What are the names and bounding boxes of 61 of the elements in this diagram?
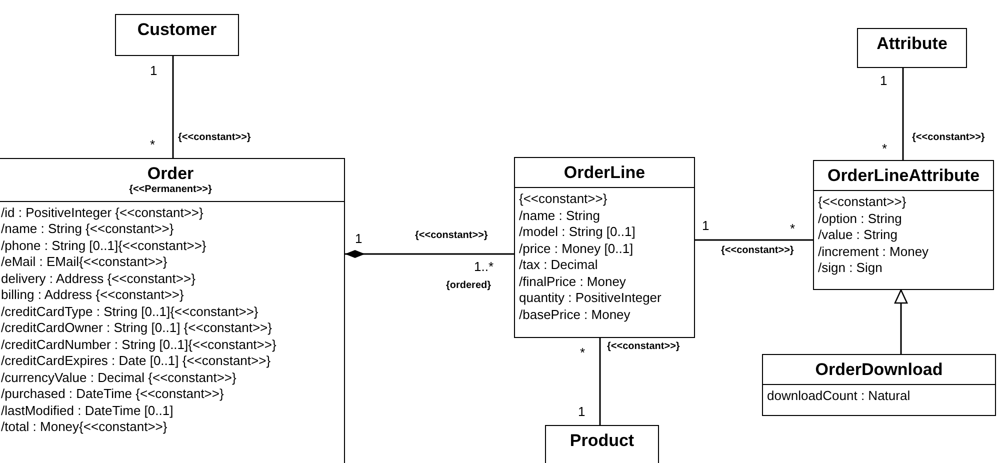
attribute-text: /phone : String [0..1]{<<constant>>} [1, 238, 206, 254]
multiplicity-label: 1 [702, 219, 710, 232]
association-line [599, 338, 601, 425]
multiplicity-label: 1..* [474, 260, 494, 273]
attribute-text: /currencyValue : Decimal {<<constant>>} [1, 370, 236, 386]
attribute-text: /lastModified : DateTime [0..1] [1, 402, 174, 420]
attribute-text: /value : String [818, 227, 898, 244]
class-name: Order [147, 163, 194, 184]
attribute-text: /sign : Sign [818, 260, 882, 277]
attribute-text: /name : String {<<constant>>} [1, 221, 174, 238]
multiplicity-label: 1 [355, 232, 362, 245]
attribute-text: /increment : Money [818, 244, 929, 260]
association-line [695, 239, 813, 241]
class-name: OrderDownload [815, 359, 943, 380]
attribute-text: {<<constant>>} [519, 191, 608, 208]
class-name: OrderLineAttribute [827, 165, 980, 186]
attribute-text: /finalPrice : Money [519, 274, 626, 290]
attribute-text: delivery : Address {<<constant>>} [1, 270, 196, 288]
attribute-text: /id : PositiveInteger {<<constant>>} [1, 204, 204, 222]
class-box [0, 158, 345, 463]
edge-label: {<<constant>>} [721, 246, 794, 256]
attribute-text: billing : Address {<<constant>>} [1, 287, 184, 304]
attribute-text: /model : String [0..1] [519, 224, 636, 241]
association-line [172, 56, 174, 158]
class-name: Attribute [876, 33, 948, 54]
stereotype-text: {<<Permanent>>} [129, 184, 212, 197]
attribute-text: downloadCount : Natural [767, 388, 910, 405]
multiplicity-label: 1 [150, 64, 158, 77]
class-box [514, 157, 695, 338]
multiplicity-label: 1 [578, 405, 586, 418]
attribute-text: /total : Money{<<constant>>} [1, 419, 168, 436]
attribute-text: /creditCardNumber : String [0..1]{<<constant>>} [1, 336, 276, 354]
class-name: Product [570, 430, 634, 452]
class-box [545, 425, 659, 463]
edge-label: {<<constant>>} [415, 231, 488, 241]
class-box [762, 354, 996, 416]
attribute-text: /name : String [519, 208, 600, 224]
edge-label: {<<constant>>} [607, 342, 680, 352]
attribute-text: /price : Money [0..1] [519, 240, 634, 258]
edge-label: {<<constant>>} [178, 133, 251, 143]
attribute-text: /basePrice : Money [519, 306, 630, 324]
attribute-text: /tax : Decimal [519, 257, 598, 274]
class-box [813, 160, 994, 290]
composition-line [345, 250, 514, 258]
association-line [902, 68, 904, 160]
class-name: Customer [137, 19, 217, 40]
generalization-arrow [894, 289, 908, 354]
class-name: OrderLine [564, 162, 646, 184]
attribute-text: /creditCardExpires : Date [0..1] {<<constant>>} [1, 353, 271, 370]
edge-label: {<<constant>>} [912, 133, 985, 143]
attribute-text: /creditCardType : String [0..1]{<<constant>>} [1, 304, 258, 320]
multiplicity-label: {ordered} [446, 281, 492, 291]
attribute-text: {<<constant>>} [818, 194, 906, 211]
attribute-text: /option : String [818, 210, 902, 228]
class-box [115, 14, 239, 56]
attribute-text: /purchased : DateTime {<<constant>>} [1, 386, 224, 403]
multiplicity-label: 1 [880, 74, 888, 87]
class-box [857, 28, 967, 68]
attribute-text: quantity : PositiveInteger [519, 290, 662, 307]
attribute-text: /creditCardOwner : String [0..1] {<<constant>>} [1, 320, 272, 337]
attribute-text: /eMail : EMail{<<constant>>} [1, 254, 168, 271]
